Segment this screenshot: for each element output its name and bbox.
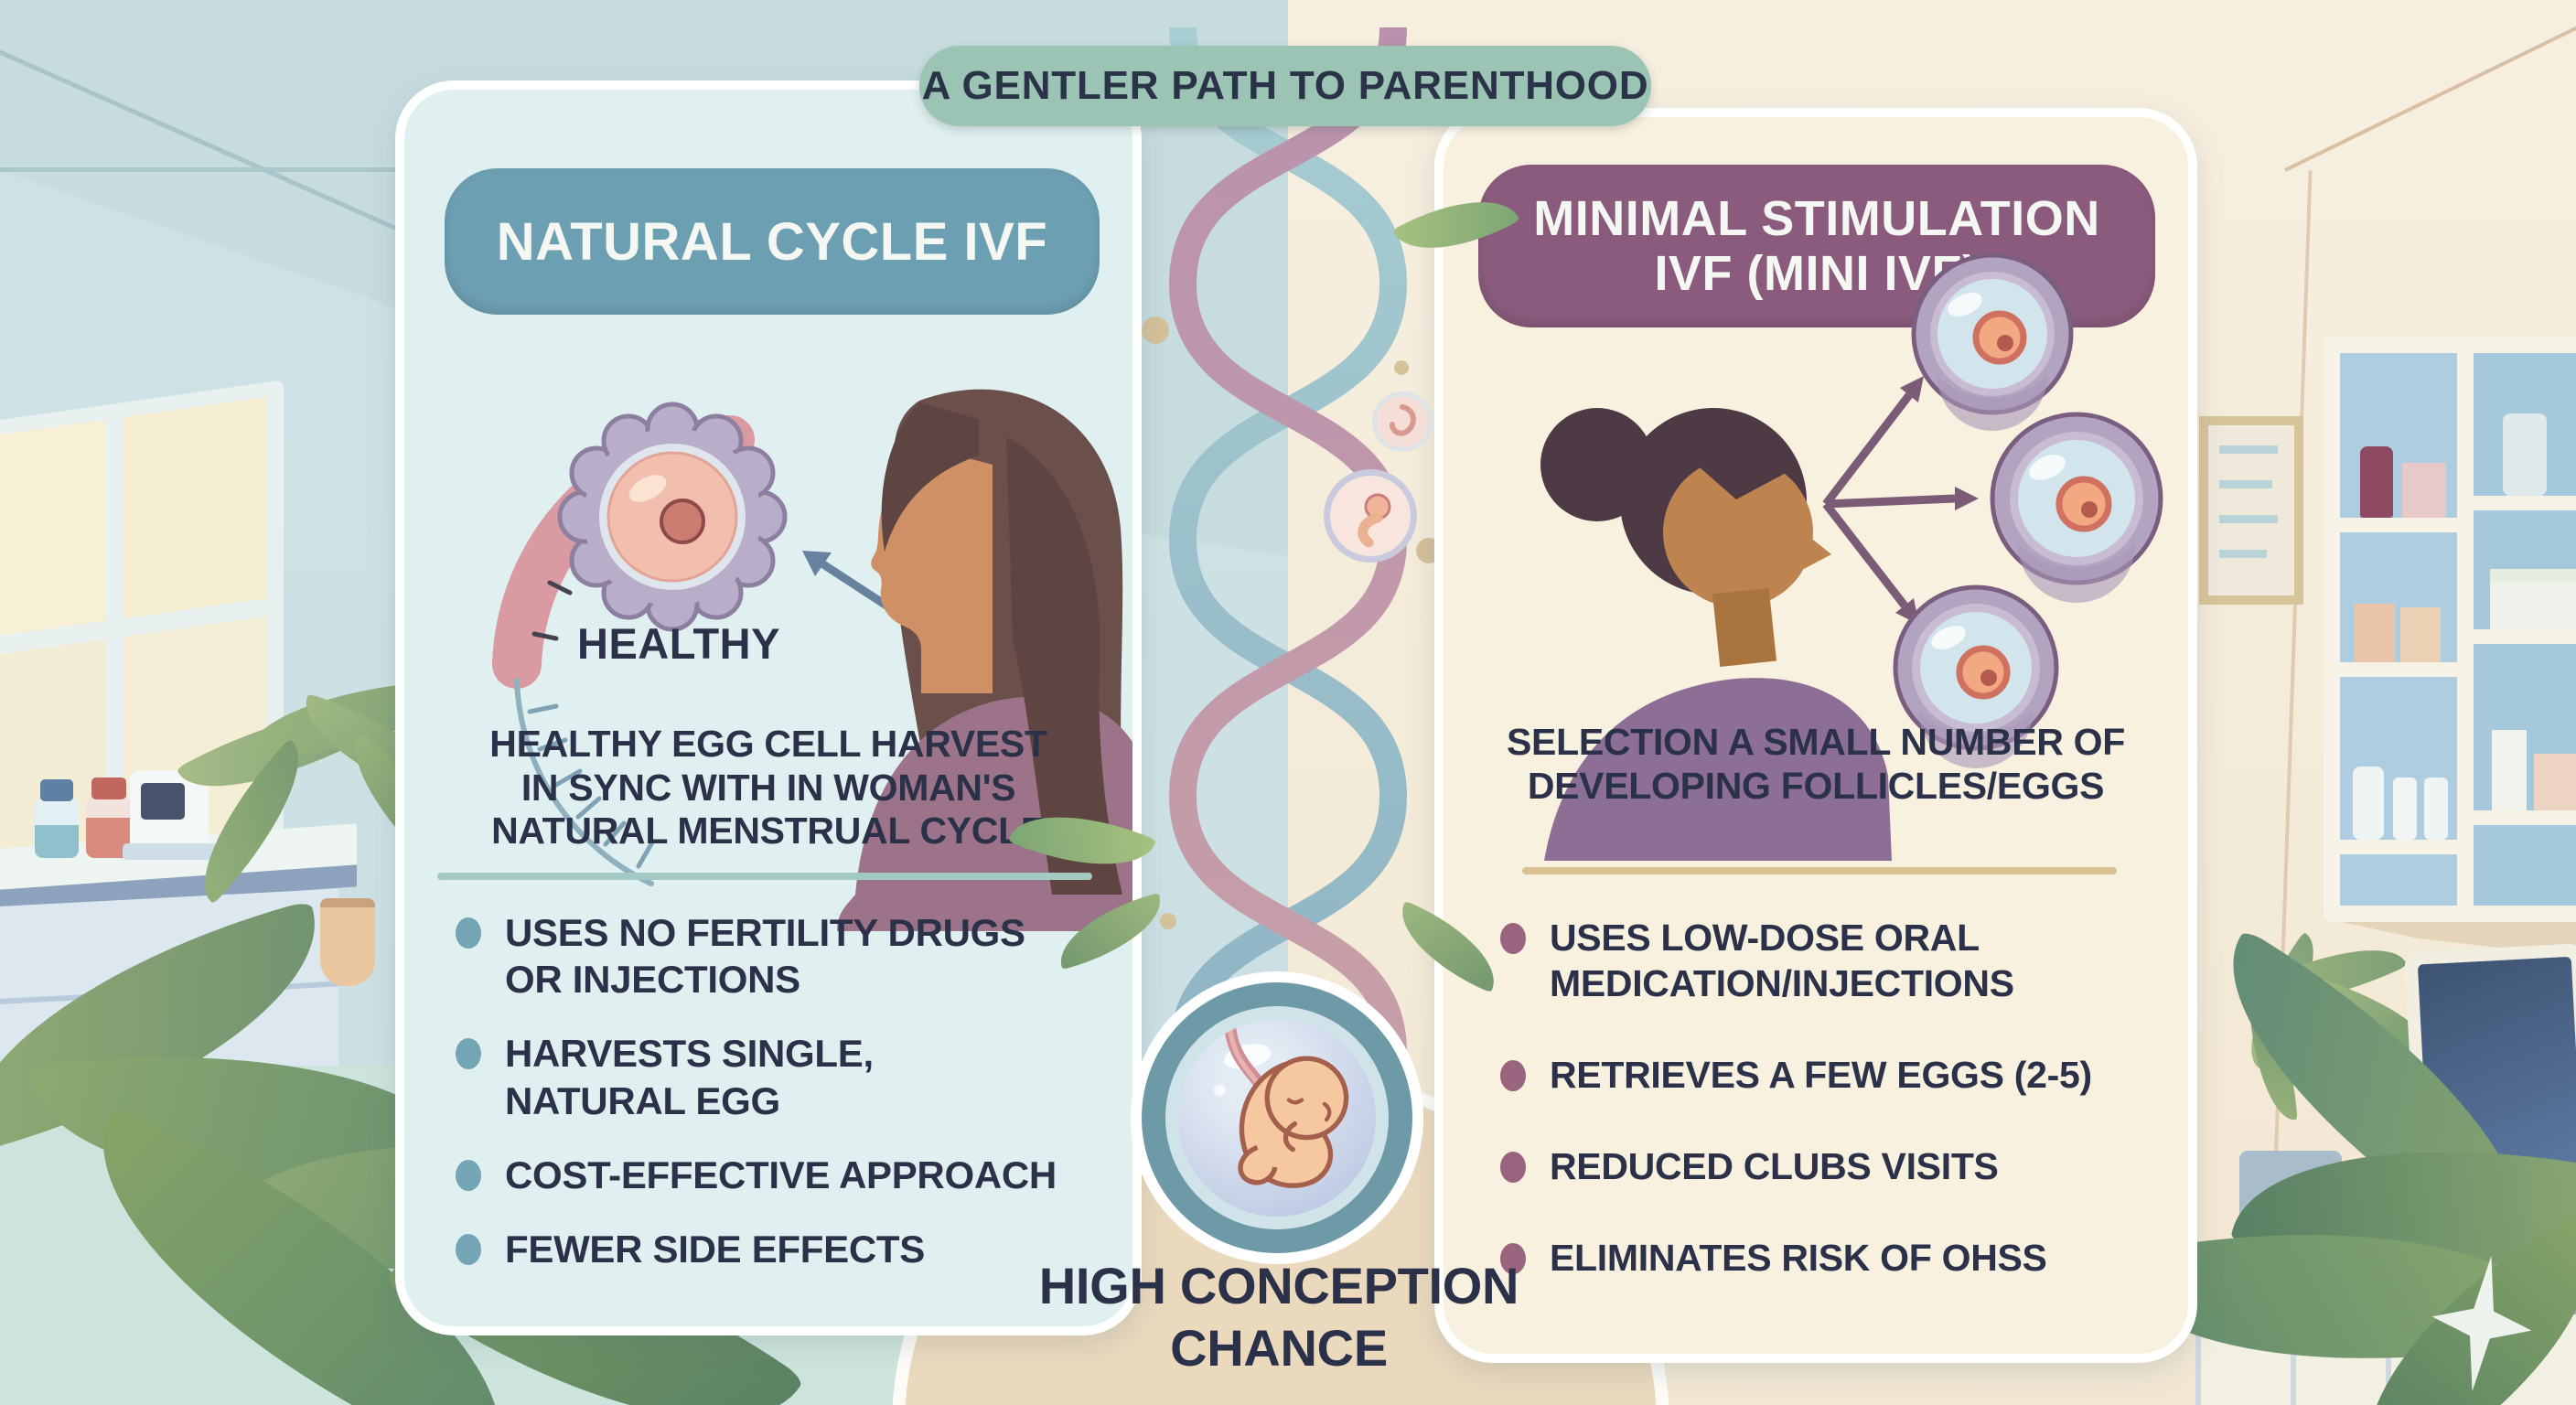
poster-line xyxy=(2219,515,2278,523)
shelf-board xyxy=(2466,629,2576,644)
list-item: REDUCED CLUBS VISITS xyxy=(1500,1143,2150,1189)
shelf-box-stack xyxy=(2490,582,2576,629)
embryo-curl xyxy=(1390,404,1416,436)
egg-healthy-label: HEALTHY xyxy=(532,618,825,669)
embryo-bubble-medium xyxy=(1324,469,1417,563)
poster-line xyxy=(2219,445,2278,454)
fetus-circle-inner xyxy=(1178,1019,1376,1217)
list-item: FEWER SIDE EFFECTS xyxy=(456,1226,1105,1272)
bottle-cap-red xyxy=(91,778,126,799)
shelf-jar-white xyxy=(2503,413,2547,496)
bullet-dot-icon xyxy=(456,1234,481,1266)
bullet-text: FEWER SIDE EFFECTS xyxy=(505,1228,925,1271)
bullet-text: HARVESTS SINGLE, NATURAL EGG xyxy=(505,1032,874,1122)
shelf-box-peach xyxy=(2400,607,2441,662)
list-item: RETRIEVES A FEW EGGS (2-5) xyxy=(1500,1052,2150,1098)
bottle-liquid xyxy=(35,825,79,858)
shelf-board xyxy=(2466,496,2576,510)
right-divider xyxy=(1522,867,2117,874)
poster-line xyxy=(2219,550,2267,558)
shelf-box-peach xyxy=(2355,604,2395,662)
deco-dot xyxy=(1160,913,1176,929)
shelf-bottle-white xyxy=(2353,767,2384,840)
shelf-box-tall xyxy=(2492,730,2527,810)
lab-device-base xyxy=(123,843,218,860)
shelf-bottle-maroon xyxy=(2360,446,2393,518)
lab-device-screen xyxy=(141,783,185,820)
natural-cycle-header: NATURAL CYCLE IVF xyxy=(445,168,1100,315)
wall-shelf-unit xyxy=(2324,337,2576,922)
window-pane xyxy=(0,419,106,639)
shelf-bottle-white xyxy=(2424,778,2448,840)
woman-profile-right xyxy=(1540,408,1892,861)
shelf-board xyxy=(2466,810,2576,825)
bullet-dot-icon xyxy=(456,1038,481,1070)
follicle-selection-illustration xyxy=(1822,252,2163,768)
shelf-box-pink xyxy=(2402,463,2446,518)
wall-poster xyxy=(2199,416,2303,605)
mini-ivf-header-label: MINIMAL STIMULATION IVF (MINI IVF) xyxy=(1533,190,2100,301)
deco-dot xyxy=(1142,316,1169,344)
bottle-cap-blue xyxy=(40,779,73,801)
list-item: HARVESTS SINGLE, NATURAL EGG xyxy=(456,1030,1105,1123)
bullet-text: USES LOW-DOSE ORAL MEDICATION/INJECTIONS xyxy=(1550,917,2014,1005)
embryo-figure xyxy=(1358,493,1391,548)
window-pane xyxy=(124,396,267,618)
list-item: COST-EFFECTIVE APPROACH xyxy=(456,1152,1105,1198)
bullet-dot-icon xyxy=(456,917,481,949)
bullet-dot-icon xyxy=(1500,1243,1526,1275)
title-banner: A GENTLER PATH TO PARENTHOOD xyxy=(919,46,1651,126)
fetus-circle xyxy=(1131,971,1423,1264)
shelf-board xyxy=(2333,840,2464,854)
natural-cycle-description: HEALTHY EGG CELL HARVEST IN SYNC WITH IN… xyxy=(489,723,1047,853)
egg-cell-illustration xyxy=(557,402,788,632)
egg-healthy-label-text: HEALTHY xyxy=(577,619,780,668)
bullet-dot-icon xyxy=(456,1159,481,1191)
bullet-dot-icon xyxy=(1500,1152,1526,1184)
bullet-dot-icon xyxy=(1500,923,1526,954)
left-wall-line xyxy=(0,167,395,172)
mini-ivf-bullet-list: USES LOW-DOSE ORAL MEDICATION/INJECTIONS… xyxy=(1500,915,2150,1281)
embryo-bubble-small xyxy=(1372,391,1433,452)
list-item: USES NO FERTILITY DRUGS OR INJECTIONS xyxy=(456,909,1105,1003)
deco-dot xyxy=(1394,360,1409,375)
woman-profile-left xyxy=(837,389,1132,931)
bullet-text: RETRIEVES A FEW EGGS (2-5) xyxy=(1550,1054,2092,1097)
mini-ivf-description: SELECTION A SMALL NUMBER OF DEVELOPING F… xyxy=(1507,721,2125,807)
high-conception-label: HIGH CONCEPTION CHANCE xyxy=(1038,1257,1519,1378)
medicine-bottle-blue xyxy=(35,798,79,858)
natural-cycle-header-label: NATURAL CYCLE IVF xyxy=(496,211,1048,272)
shelf-board xyxy=(2333,662,2464,677)
list-item: ELIMINATES RISK OF OHSS xyxy=(1500,1235,2150,1281)
medicine-bottle-red xyxy=(86,796,132,858)
bullet-dot-icon xyxy=(1500,1060,1526,1092)
plant-pot xyxy=(320,898,375,986)
mini-ivf-panel: MINIMAL STIMULATION IVF (MINI IVF) xyxy=(1434,108,2197,1363)
title-banner-text: A GENTLER PATH TO PARENTHOOD xyxy=(921,63,1649,108)
shelf-bottle-white xyxy=(2393,778,2417,840)
bullet-text: ELIMINATES RISK OF OHSS xyxy=(1550,1237,2047,1280)
bullet-text: REDUCED CLUBS VISITS xyxy=(1550,1145,1999,1188)
fetus-illustration xyxy=(1213,1019,1349,1188)
bullet-text: USES NO FERTILITY DRUGS OR INJECTIONS xyxy=(505,911,1025,1002)
shelf-box-pink xyxy=(2534,754,2576,810)
poster-line xyxy=(2219,480,2272,488)
natural-cycle-panel: NATURAL CYCLE IVF xyxy=(395,80,1142,1335)
list-item: USES LOW-DOSE ORAL MEDICATION/INJECTIONS xyxy=(1500,915,2150,1006)
left-divider xyxy=(437,873,1092,880)
bullet-text: COST-EFFECTIVE APPROACH xyxy=(505,1153,1057,1196)
natural-cycle-bullet-list: USES NO FERTILITY DRUGS OR INJECTIONS HA… xyxy=(456,909,1105,1272)
shelf-board xyxy=(2333,518,2464,532)
